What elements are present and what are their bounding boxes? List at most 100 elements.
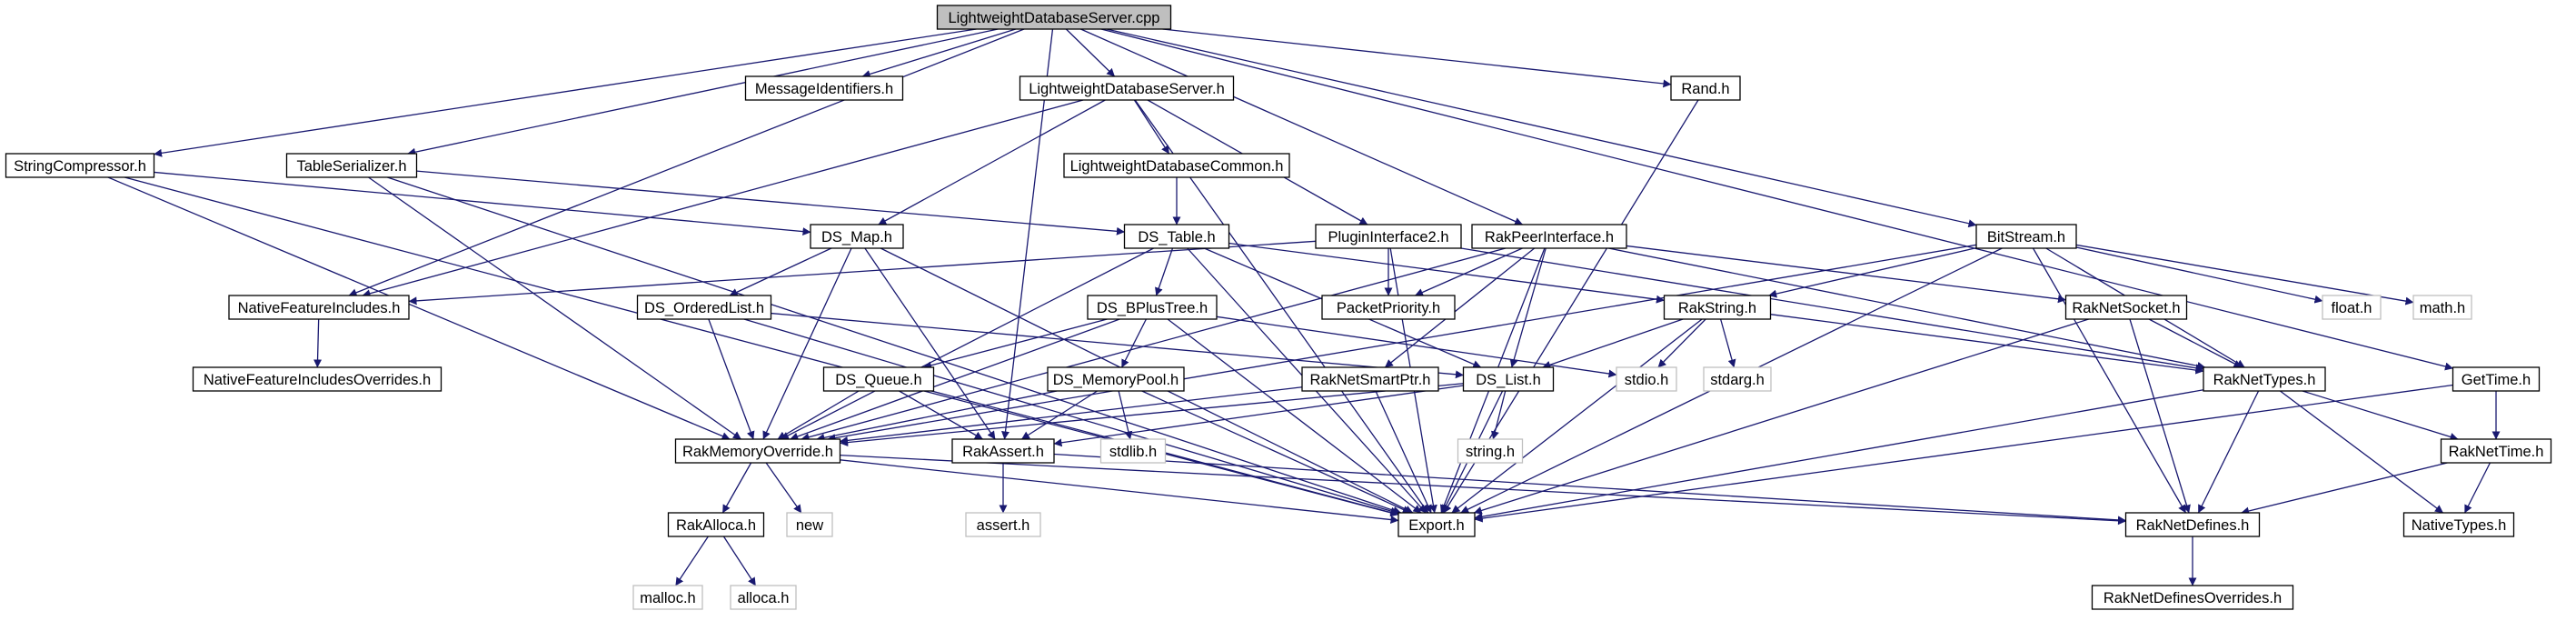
edge-GetTime_h-to-Export_h	[1474, 384, 2453, 523]
node-box	[2064, 295, 2188, 320]
node-RakNetSmartPtr_h[interactable]: RakNetSmartPtr.h	[1301, 366, 1439, 392]
node-label: string.h	[1466, 444, 1515, 460]
node-StringCompressor_h[interactable]: StringCompressor.h	[5, 153, 155, 178]
edge-DS_BPlusTree_h-to-Export_h	[1167, 318, 1422, 514]
node-box	[822, 366, 935, 392]
node-Export_h[interactable]: Export.h	[1397, 512, 1476, 537]
edge-RakNetTime_h-to-NativeTypes_h	[2464, 462, 2491, 514]
node-RakPeerInterface_h[interactable]: RakPeerInterface.h	[1471, 224, 1627, 249]
edge-RakNetSmartPtr_h-to-RakMemoryOverride_h	[840, 386, 1303, 445]
edge-RakString_h-to-stdio_h	[1657, 318, 1706, 368]
node-label: RakString.h	[1678, 300, 1756, 316]
node-GetTime_h[interactable]: GetTime.h	[2452, 366, 2541, 392]
node-NativeTypes_h[interactable]: NativeTypes.h	[2402, 512, 2515, 537]
node-Rand_h[interactable]: Rand.h	[1670, 75, 1741, 101]
node-TableSerializer_h[interactable]: TableSerializer.h	[285, 153, 418, 178]
node-DS_BPlusTree_h[interactable]: DS_BPlusTree.h	[1087, 295, 1218, 320]
edge-DS_BPlusTree_h-to-stdio_h	[1216, 316, 1617, 378]
edge-RakPeerInterface_h-to-DS_List_h	[1509, 247, 1547, 368]
node-BitStream_h[interactable]: BitStream.h	[1975, 224, 2077, 249]
edge-RakNetTime_h-to-RakNetDefines_h	[2241, 462, 2448, 516]
edge-BitStream_h-to-math_h	[2075, 244, 2414, 305]
edge-LightweightDatabaseServer_h-to-LightweightDatabaseCommon_h	[1133, 99, 1170, 155]
node-stdarg_h: stdarg.h	[1703, 366, 1772, 392]
node-new: new	[786, 512, 833, 537]
node-box	[1047, 366, 1185, 392]
node-PacketPriority_h[interactable]: PacketPriority.h	[1321, 295, 1456, 320]
edge-BitStream_h-to-RakNetDefines_h	[2032, 247, 2187, 514]
edge-TableSerializer_h-to-Export_h	[387, 176, 1402, 515]
node-RakNetDefines_h[interactable]: RakNetDefines.h	[2124, 512, 2261, 537]
node-DS_Table_h[interactable]: DS_Table.h	[1123, 224, 1230, 249]
node-label: assert.h	[977, 517, 1030, 534]
edge-RakPeerInterface_h-to-RakNetSocket_h	[1626, 245, 2066, 304]
edge-RakAlloca_h-to-alloca_h	[722, 536, 757, 586]
edge-DS_OrderedList_h-to-Export_h	[743, 318, 1399, 516]
edge-RakString_h-to-DS_List_h	[1542, 318, 1684, 369]
edge-RakAssert_h-to-RakNetDefines_h	[1053, 453, 2126, 525]
node-RakAlloca_h[interactable]: RakAlloca.h	[667, 512, 765, 537]
node-LightweightDatabaseCommon_h[interactable]: LightweightDatabaseCommon.h	[1063, 153, 1290, 178]
node-box	[1087, 295, 1218, 320]
node-LightweightDatabaseServer_cpp[interactable]: LightweightDatabaseServer.cpp	[936, 5, 1172, 30]
node-box	[192, 366, 443, 392]
node-label: DS_BPlusTree.h	[1097, 300, 1208, 316]
node-label: RakNetTypes.h	[2213, 372, 2316, 388]
node-box	[951, 438, 1055, 464]
node-float_h: float.h	[2322, 295, 2382, 320]
node-LightweightDatabaseServer_h[interactable]: LightweightDatabaseServer.h	[1019, 75, 1235, 101]
node-box	[744, 75, 904, 101]
node-DS_Queue_h[interactable]: DS_Queue.h	[822, 366, 935, 392]
node-box	[636, 295, 772, 320]
node-label: MessageIdentifiers.h	[755, 81, 893, 97]
node-box	[965, 512, 1041, 537]
node-RakMemoryOverride_h[interactable]: RakMemoryOverride.h	[674, 438, 841, 464]
node-box	[228, 295, 410, 320]
node-box	[285, 153, 418, 178]
node-box	[1670, 75, 1741, 101]
node-DS_Map_h[interactable]: DS_Map.h	[810, 224, 904, 249]
node-RakNetSocket_h[interactable]: RakNetSocket.h	[2064, 295, 2188, 320]
edge-RakNetTypes_h-to-Export_h	[1474, 389, 2204, 521]
node-math_h: math.h	[2412, 295, 2472, 320]
node-label: float.h	[2332, 300, 2372, 316]
node-label: malloc.h	[640, 590, 695, 606]
edge-LightweightDatabaseServer_cpp-to-TableSerializer_h	[407, 28, 999, 156]
node-NativeFeatureIncludesOverrides_h[interactable]: NativeFeatureIncludesOverrides.h	[192, 366, 443, 392]
node-box	[2452, 366, 2541, 392]
node-DS_MemoryPool_h[interactable]: DS_MemoryPool.h	[1047, 366, 1185, 392]
edge-RakAlloca_h-to-malloc_h	[675, 536, 709, 586]
node-label: LightweightDatabaseServer.h	[1029, 81, 1225, 97]
node-RakNetTypes_h[interactable]: RakNetTypes.h	[2203, 366, 2326, 392]
node-label: new	[796, 517, 823, 534]
node-label: math.h	[2420, 300, 2465, 316]
edge-RakString_h-to-Export_h	[1451, 318, 1703, 514]
node-label: alloca.h	[738, 590, 790, 606]
nodes-layer: LightweightDatabaseServer.cppStringCompr…	[5, 5, 2552, 610]
edge-RakNetSocket_h-to-Export_h	[1473, 318, 2089, 515]
node-label: Export.h	[1408, 517, 1464, 534]
node-DS_OrderedList_h[interactable]: DS_OrderedList.h	[636, 295, 772, 320]
node-RakNetTime_h[interactable]: RakNetTime.h	[2440, 438, 2552, 464]
edge-RakNetTypes_h-to-NativeTypes_h	[2280, 390, 2443, 514]
node-box	[1019, 75, 1235, 101]
edge-LightweightDatabaseServer_cpp-to-RakPeerInterface_h	[1080, 28, 1524, 225]
node-RakString_h[interactable]: RakString.h	[1663, 295, 1772, 320]
node-stdio_h: stdio.h	[1616, 366, 1677, 392]
node-label: RakAlloca.h	[676, 517, 756, 534]
node-DS_List_h[interactable]: DS_List.h	[1462, 366, 1555, 392]
node-NativeFeatureIncludes_h[interactable]: NativeFeatureIncludes.h	[228, 295, 410, 320]
node-label: DS_MemoryPool.h	[1053, 372, 1179, 388]
node-label: NativeFeatureIncludes.h	[238, 300, 401, 316]
edge-DS_Map_h-to-DS_OrderedList_h	[729, 247, 832, 296]
node-RakAssert_h[interactable]: RakAssert.h	[951, 438, 1055, 464]
edge-StringCompressor_h-to-DS_Map_h	[154, 171, 811, 236]
edge-RakMemoryOverride_h-to-RakAlloca_h	[721, 462, 752, 514]
node-PluginInterface2_h[interactable]: PluginInterface2.h	[1315, 224, 1462, 249]
node-label: stdio.h	[1625, 372, 1669, 388]
edge-BitStream_h-to-float_h	[2075, 246, 2323, 304]
edge-BitStream_h-to-RakMemoryOverride_h	[827, 244, 1977, 443]
node-RakNetDefinesOverrides_h[interactable]: RakNetDefinesOverrides.h	[2091, 585, 2294, 610]
node-MessageIdentifiers_h[interactable]: MessageIdentifiers.h	[744, 75, 904, 101]
